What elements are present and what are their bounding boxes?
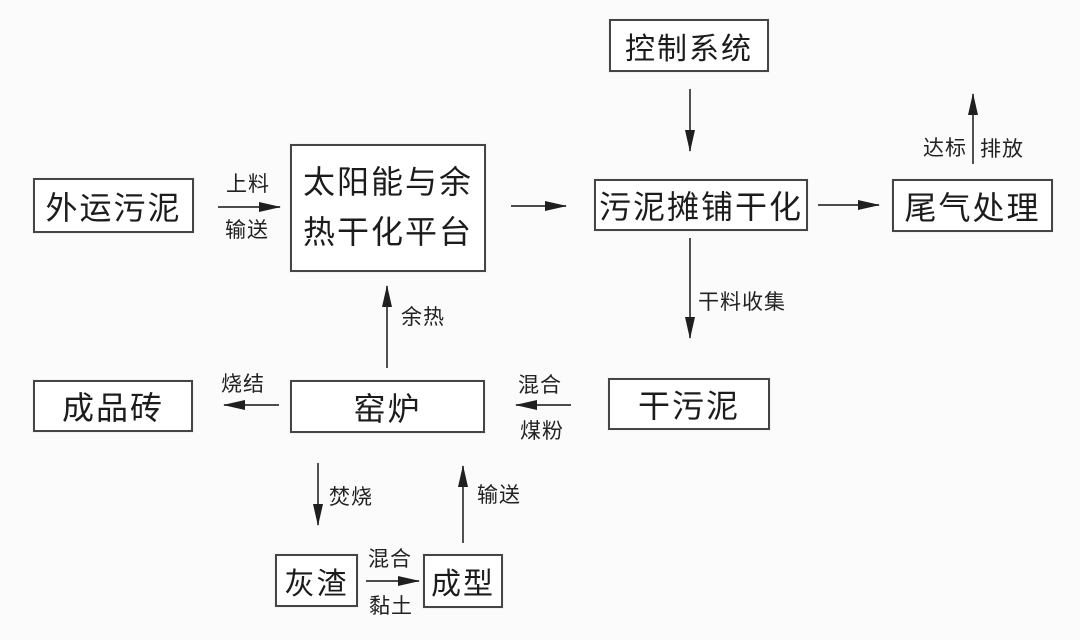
edge-label-waste-heat: 余热 xyxy=(401,305,445,329)
node-sludge-spreading: 污泥摊铺干化 xyxy=(594,179,808,231)
node-external-sludge: 外运污泥 xyxy=(33,178,194,233)
edge-label-mixing-clay: 混合 xyxy=(368,547,412,571)
node-ash-residue-label: 灰渣 xyxy=(284,566,349,602)
node-tail-gas: 尾气处理 xyxy=(892,179,1053,232)
edge-label-sintering: 烧结 xyxy=(221,372,265,396)
node-tail-gas-label: 尾气处理 xyxy=(904,188,1041,227)
edge-label-discharge: 排放 xyxy=(980,137,1024,161)
node-kiln: 窑炉 xyxy=(290,380,485,433)
edge-label-feeding: 上料 xyxy=(226,172,270,196)
node-finished-brick: 成品砖 xyxy=(33,380,193,432)
node-sludge-spreading-label: 污泥摊铺干化 xyxy=(598,188,803,226)
node-dry-sludge-label: 干污泥 xyxy=(637,387,740,425)
node-finished-brick-label: 成品砖 xyxy=(61,389,164,427)
node-molding: 成型 xyxy=(423,554,503,608)
node-molding-label: 成型 xyxy=(431,567,495,602)
edge-label-conveying-return: 输送 xyxy=(477,483,521,507)
edge-label-conveying-feed: 输送 xyxy=(225,218,269,242)
node-dry-sludge: 干污泥 xyxy=(608,378,770,430)
edge-label-clay: 黏土 xyxy=(369,594,413,618)
node-control-system: 控制系统 xyxy=(609,19,769,72)
node-external-sludge-label: 外运污泥 xyxy=(45,188,182,227)
edge-label-dry-material-collection: 干料收集 xyxy=(698,290,786,314)
edge-label-standard-met: 达标 xyxy=(923,136,967,160)
node-solar-platform-label: 太阳能与余热干化平台 xyxy=(302,163,473,251)
node-control-system-label: 控制系统 xyxy=(625,31,753,67)
edge-label-incineration: 焚烧 xyxy=(329,485,373,509)
node-kiln-label: 窑炉 xyxy=(353,389,422,428)
node-solar-platform: 太阳能与余热干化平台 xyxy=(290,144,486,272)
node-ash-residue: 灰渣 xyxy=(275,554,358,607)
edge-label-mixing-coal: 混合 xyxy=(518,373,562,397)
edge-label-coal-powder: 煤粉 xyxy=(520,419,564,443)
